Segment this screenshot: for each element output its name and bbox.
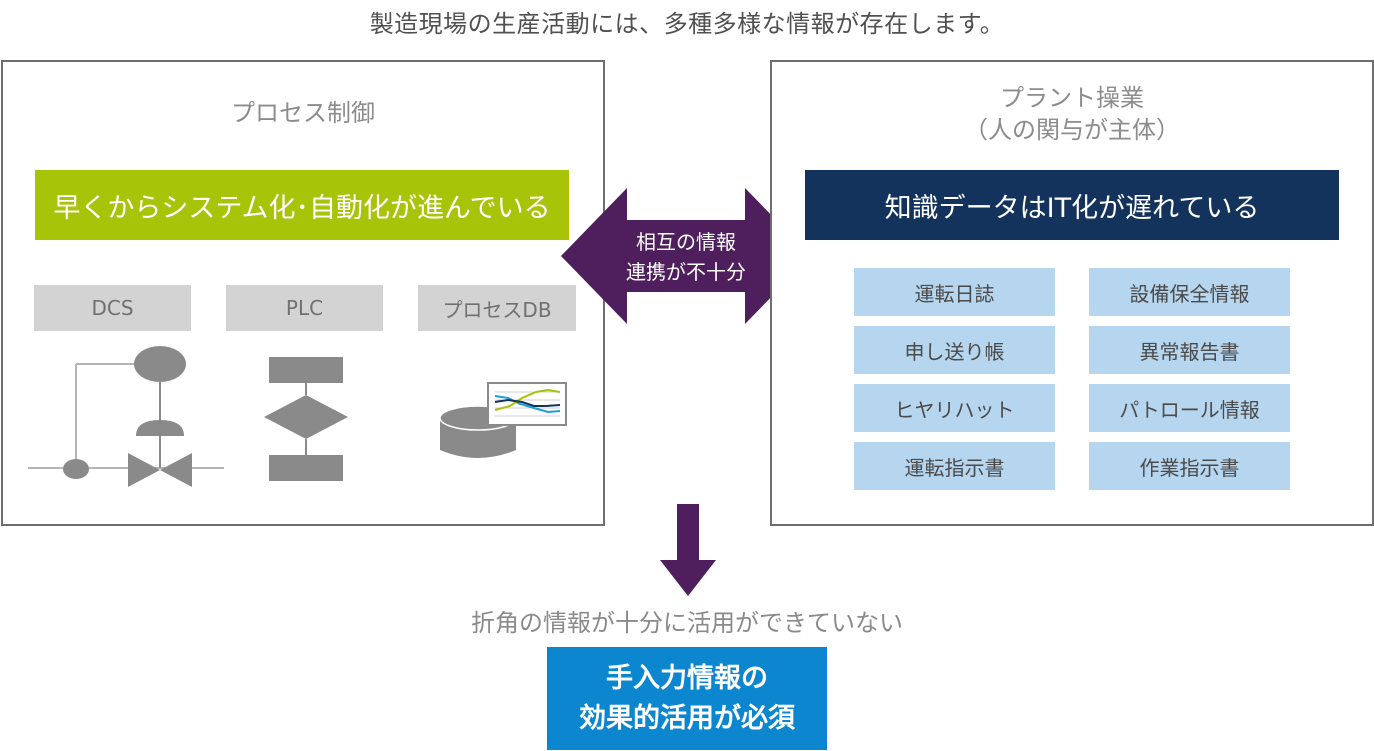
- database-trend-icon: [439, 382, 567, 458]
- dcs-box: DCS: [34, 285, 191, 331]
- conclusion-text: 折角の情報が十分に活用ができていない: [471, 609, 903, 637]
- info-box-work-instructions: 作業指示書: [1089, 442, 1290, 490]
- process-db-box: プロセスDB: [418, 285, 576, 331]
- mutual-link-line2: 連携が不十分: [626, 260, 746, 284]
- it-delay-banner: 知識データはIT化が遅れている: [805, 170, 1339, 240]
- info-box-handover-notes: 申し送り帳: [854, 326, 1055, 374]
- info-box-near-miss: ヒヤリハット: [854, 384, 1055, 432]
- mutual-link-text: 相互の情報 連携が不十分: [600, 227, 772, 287]
- down-arrow-icon: [660, 504, 716, 596]
- key-requirement-line1: 手入力情報の: [606, 662, 768, 694]
- info-box-operation-instructions: 運転指示書: [854, 442, 1055, 490]
- plc-flowchart-icon: [264, 357, 348, 481]
- plant-operations-title: プラント操業 （人の関与が主体）: [770, 82, 1374, 146]
- key-requirement-box: 手入力情報の 効果的活用が必須: [547, 647, 827, 750]
- info-box-maintenance-info: 設備保全情報: [1089, 268, 1290, 316]
- mutual-link-double-arrow: [561, 188, 811, 324]
- plant-operations-title-line2: （人の関与が主体）: [964, 116, 1180, 144]
- automation-banner: 早くからシステム化･自動化が進んでいる: [35, 170, 569, 240]
- info-box-incident-report: 異常報告書: [1089, 326, 1290, 374]
- dcs-valve-icon: [28, 346, 224, 487]
- info-box-patrol-info: パトロール情報: [1089, 384, 1290, 432]
- plc-box: PLC: [226, 285, 383, 331]
- process-control-title: プロセス制御: [231, 99, 375, 127]
- page-headline: 製造現場の生産活動には、多種多様な情報が存在します。: [369, 10, 1005, 38]
- info-box-operation-log: 運転日誌: [854, 268, 1055, 316]
- mutual-link-line1: 相互の情報: [636, 230, 736, 254]
- plant-operations-title-line1: プラント操業: [1000, 84, 1144, 112]
- key-requirement-line2: 効果的活用が必須: [579, 702, 795, 734]
